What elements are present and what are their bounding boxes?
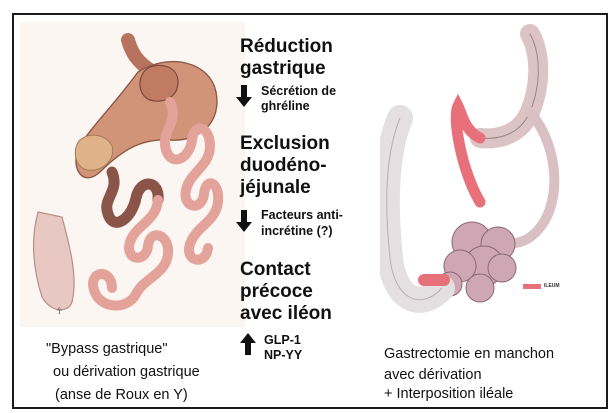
sleeve-ileal-interposition-illustration [380,22,602,332]
right-caption-line-3: + Interposition iléale [384,385,513,404]
gastric-bypass-illustration: ☥ [20,22,245,327]
arrow-down-icon [236,85,252,107]
arrow-down-icon [236,210,252,232]
heading-duodenal-exclusion-1: Exclusion [240,133,330,155]
left-caption-line-3: (anse de Roux en Y) [55,386,188,405]
gastric-pouch [140,65,178,101]
heading-ileal-contact-3: avec iléon [240,303,332,325]
ileum-legend-swatch [523,284,541,289]
interposed-ileum [456,106,480,202]
right-caption-line-1: Gastrectomie en manchon [384,345,554,364]
heading-ileal-contact-1: Contact [240,259,311,281]
left-caption-line-1: "Bypass gastrique" [46,340,168,359]
heading-ileal-contact-2: précoce [240,281,313,303]
heading-duodenal-exclusion-2: duodéno- [240,155,327,177]
left-caption-line-2: ou dérivation gastrique [53,363,200,382]
colon [387,118,442,300]
anatomy-marker: ☥ [56,306,63,316]
effect-glp1: GLP-1 [264,333,301,348]
effect-ghrelin-1: Sécrétion de [261,84,336,99]
heading-gastric-reduction-1: Réduction [240,36,333,58]
effect-ghrelin-2: ghréline [261,99,310,114]
right-caption-line-2: avec dérivation [384,366,482,385]
effect-anti-incretin-2: incrétine (?) [261,224,333,239]
heading-duodenal-exclusion-3: jéjunale [240,177,311,199]
heading-gastric-reduction-2: gastrique [240,58,326,80]
sleeve-stomach [480,34,538,138]
ileum-legend-label: ILEUM [544,283,560,289]
effect-npyy: NP-YY [264,348,302,363]
effect-anti-incretin-1: Facteurs anti- [261,208,343,223]
arrow-up-icon [240,333,256,355]
